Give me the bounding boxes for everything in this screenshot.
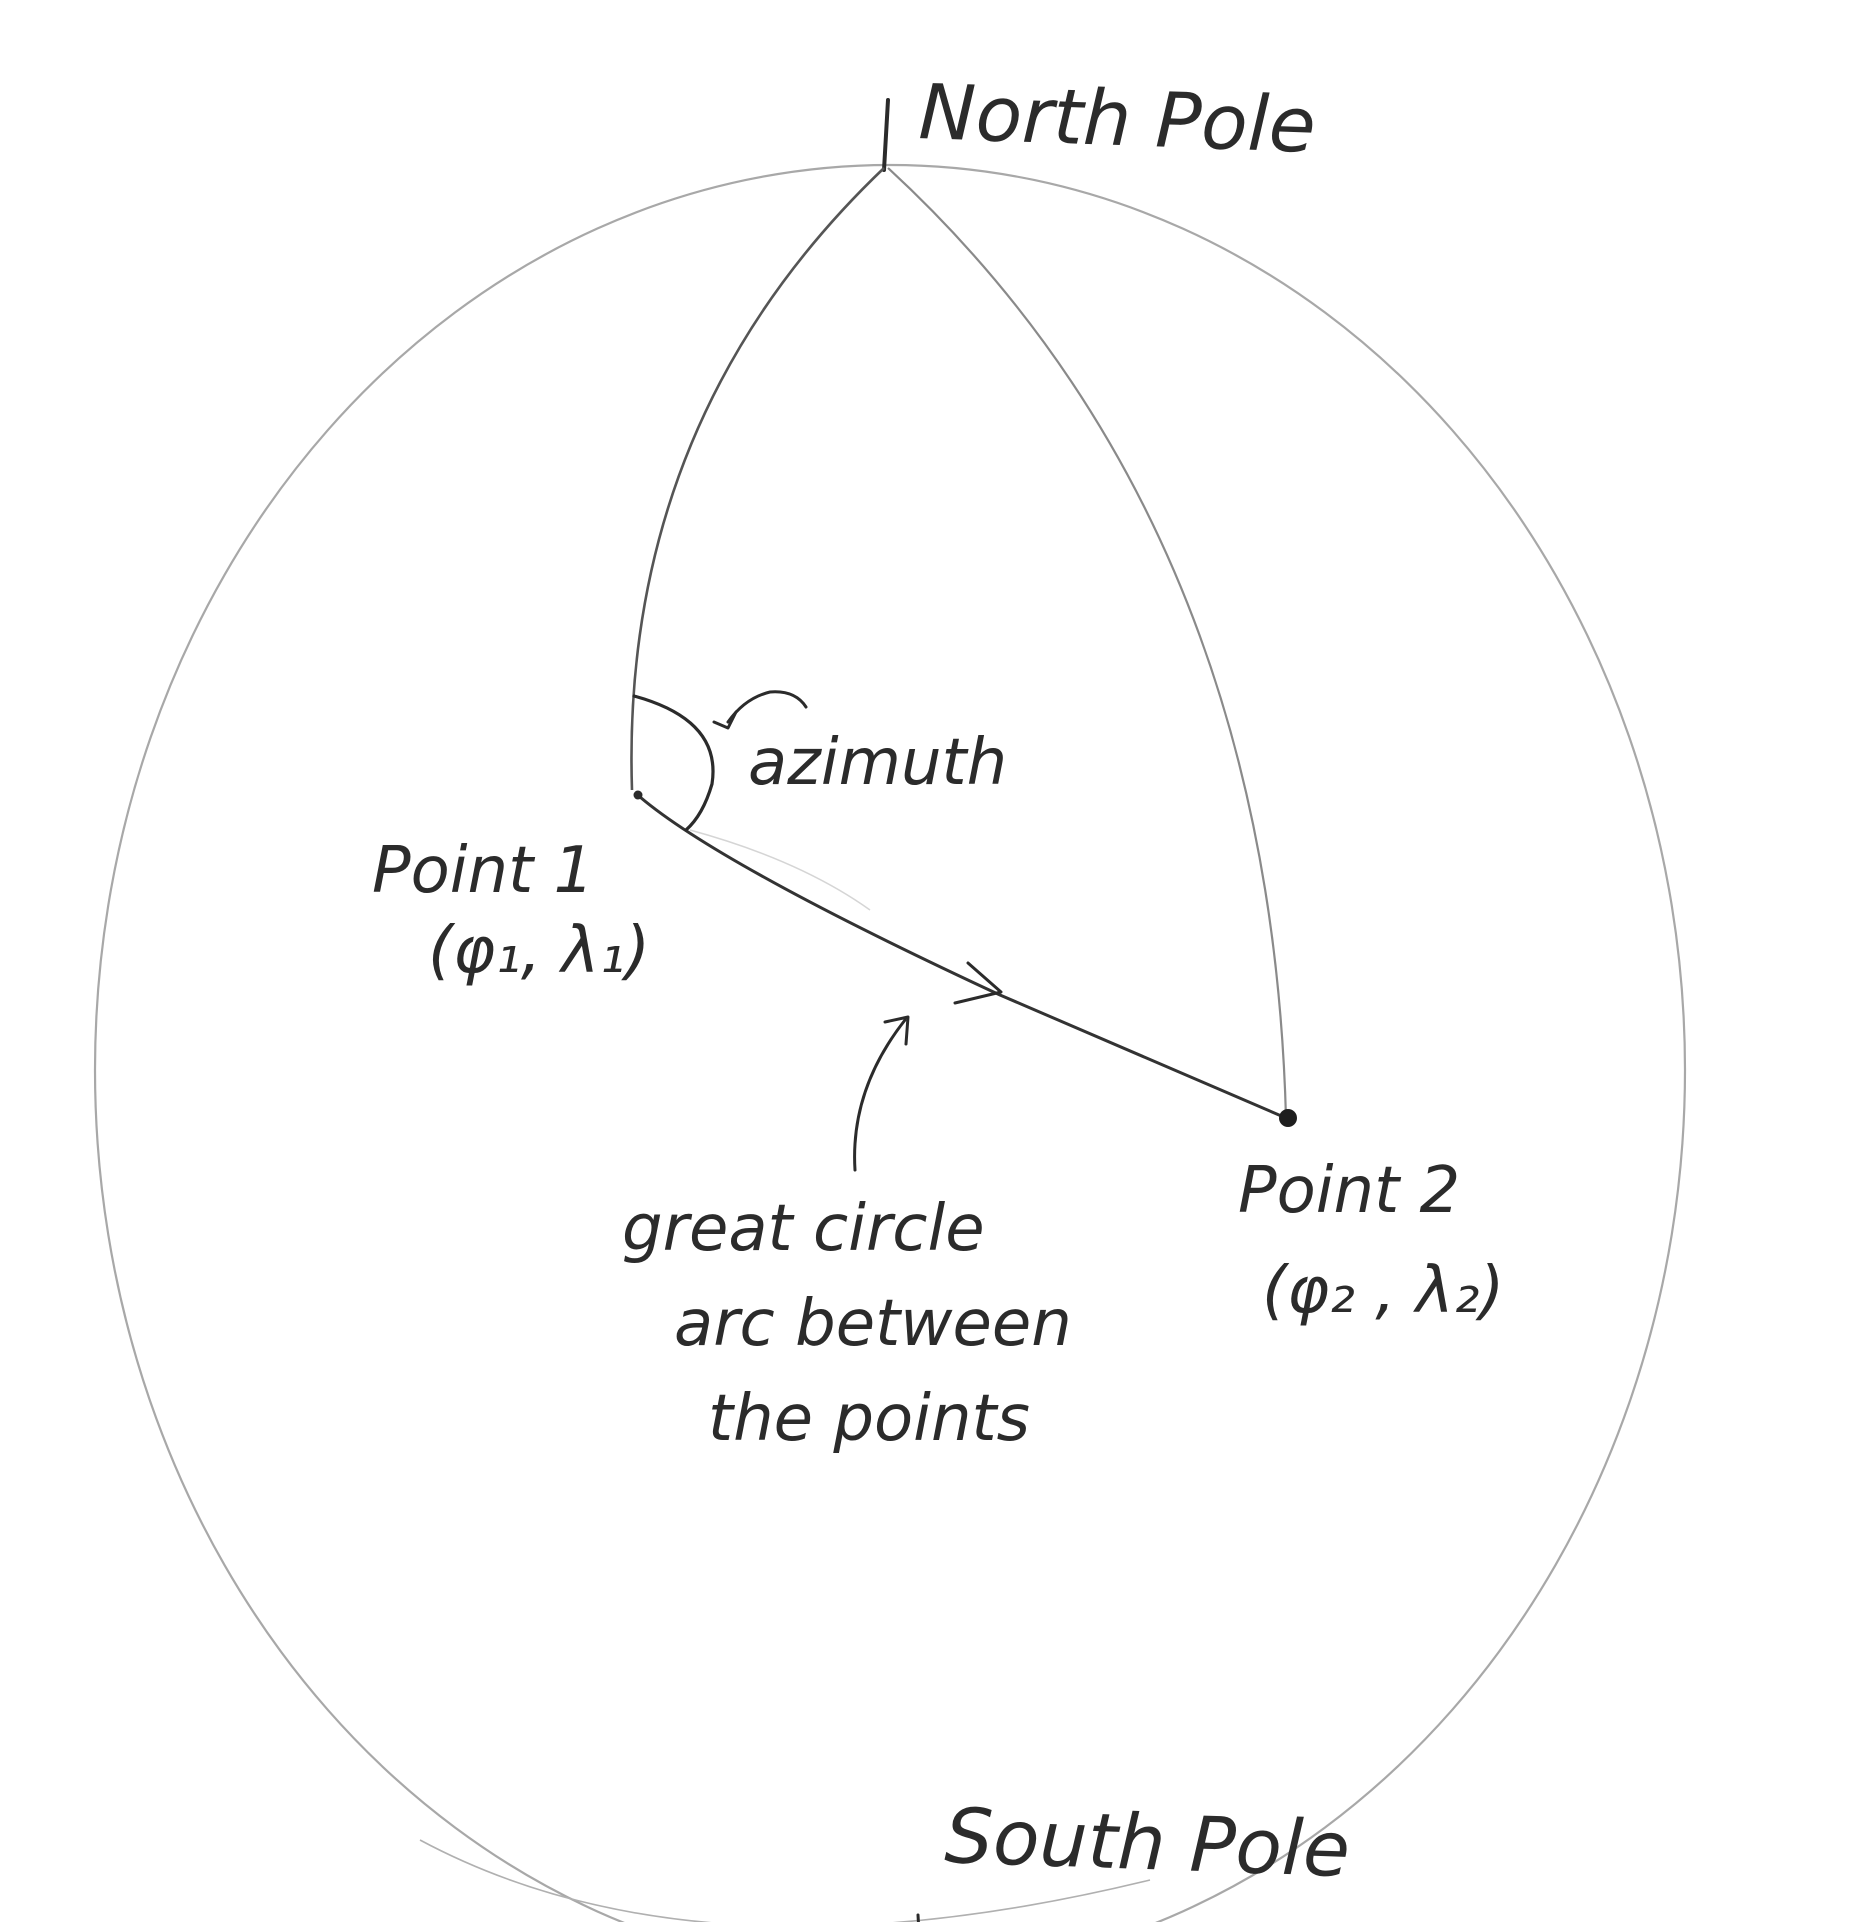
south-pole-label: South Pole xyxy=(943,1791,1351,1894)
meridian-to-point-1 xyxy=(630,167,885,791)
point-2-coords-label: (φ₂ , λ₂) xyxy=(1262,1254,1504,1328)
south-pole-tick xyxy=(916,1913,920,1922)
azimuth-curly-arrowhead xyxy=(712,710,738,730)
arc-caption-line-1: great circle xyxy=(622,1192,985,1266)
point-1-coords-label: (φ₁, λ₁) xyxy=(428,914,650,988)
point-2-name-label: Point 2 xyxy=(1238,1154,1460,1228)
arc-direction-arrowhead xyxy=(953,961,1003,1005)
sphere-outline xyxy=(94,164,1686,1922)
north-pole-label: North Pole xyxy=(917,67,1317,170)
point-2-marker xyxy=(1279,1109,1297,1127)
point-1-name-label: Point 1 xyxy=(372,834,594,908)
arc-caption-line-3: the points xyxy=(708,1382,1030,1456)
great-circle-arc xyxy=(639,795,1287,1120)
caption-pointer-arrow xyxy=(853,1018,907,1172)
north-pole-tick xyxy=(882,98,890,172)
sphere-outline-retrace xyxy=(419,1839,1151,1922)
point-1-marker xyxy=(633,790,643,800)
azimuth-angle-arc xyxy=(632,694,715,832)
meridian-to-point-2 xyxy=(887,167,1288,1119)
arc-caption-line-2: arc between xyxy=(674,1287,1072,1361)
caption-pointer-arrowhead xyxy=(883,1015,910,1046)
great-circle-arc-faint xyxy=(689,829,871,911)
azimuth-label: azimuth xyxy=(748,726,1007,800)
azimuth-curly-arrow xyxy=(726,690,808,724)
